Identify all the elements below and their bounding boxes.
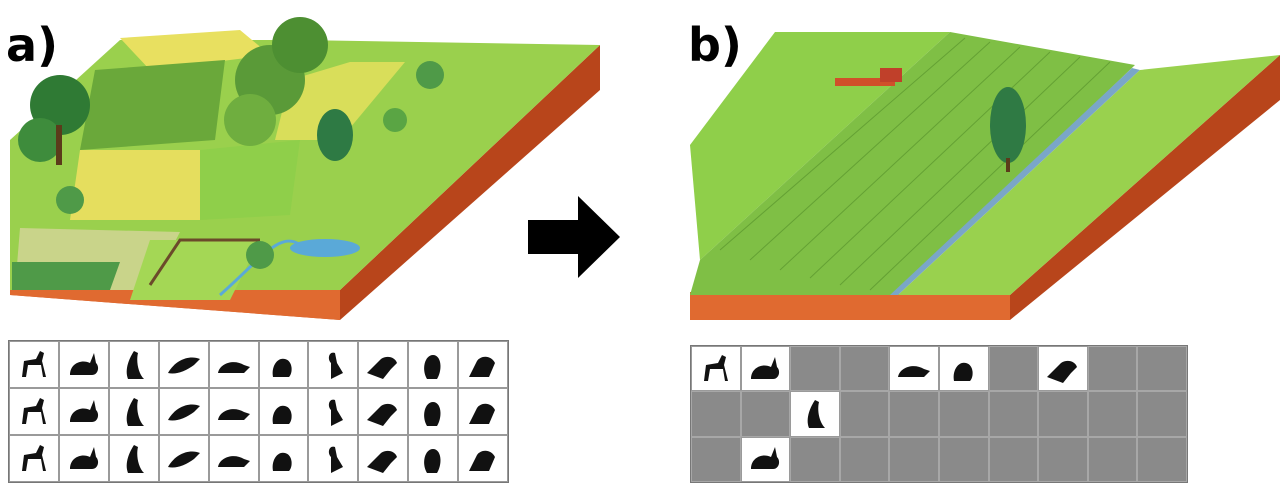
lost-species-cell (790, 346, 840, 392)
lost-species-cell (988, 346, 1039, 392)
lost-species-cell (1087, 346, 1138, 392)
spider-icon (208, 435, 259, 482)
lost-species-cell (1038, 391, 1088, 437)
mole-icon (308, 388, 359, 435)
lost-species-cell (839, 436, 890, 482)
lost-species-cell (1137, 346, 1187, 392)
lost-species-cell (1137, 391, 1187, 437)
fish-icon (158, 341, 209, 388)
panel-b-label: b) (688, 18, 742, 72)
lost-species-cell (988, 436, 1039, 482)
frog-icon (258, 388, 309, 435)
owl-icon (408, 341, 459, 388)
lost-species-cell (889, 436, 939, 482)
badger-icon (9, 388, 59, 435)
butterfly-icon (358, 435, 409, 482)
hamster-icon (258, 341, 309, 388)
deer-icon (691, 346, 741, 392)
dragonfly-icon (158, 435, 209, 482)
lost-species-cell (938, 436, 989, 482)
crow-icon (358, 341, 409, 388)
lost-species-cell (790, 436, 840, 482)
monoculture-landscape-illustration (690, 32, 1280, 320)
deer-icon (9, 341, 59, 388)
lost-species-cell (691, 391, 741, 437)
lost-species-cell (1087, 391, 1138, 437)
lost-species-cell (740, 391, 791, 437)
lost-species-cell (1137, 436, 1187, 482)
lost-species-cell (1087, 436, 1138, 482)
partridge-icon (158, 388, 209, 435)
weasel-icon (58, 435, 109, 482)
crayfish-icon (458, 435, 508, 482)
snake-icon (358, 388, 409, 435)
fox-icon (108, 388, 159, 435)
hamster-icon (938, 346, 989, 392)
lizard-icon (408, 388, 459, 435)
species-grid-before (8, 340, 509, 483)
lost-species-cell (988, 391, 1039, 437)
fox-icon (790, 391, 840, 437)
lost-species-cell (839, 391, 890, 437)
diverse-landscape-illustration (10, 17, 600, 320)
hawk-icon (458, 341, 508, 388)
panel-a-label: a) (6, 18, 59, 72)
bee-icon (408, 435, 459, 482)
vole-icon (108, 435, 159, 482)
hare-icon (58, 341, 109, 388)
crow-icon (1038, 346, 1088, 392)
tortoise-icon (208, 341, 259, 388)
beetle-icon (258, 435, 309, 482)
water-beetle-icon (308, 435, 359, 482)
hare-icon (740, 346, 791, 392)
lost-species-cell (691, 436, 741, 482)
lost-species-cell (889, 391, 939, 437)
heron-icon (308, 341, 359, 388)
ferret-icon (9, 435, 59, 482)
species-grid-after (690, 345, 1188, 483)
lost-species-cell (839, 346, 890, 392)
lost-species-cell (938, 391, 989, 437)
weasel-icon (740, 436, 791, 482)
stoat-icon (108, 341, 159, 388)
dolphin-fish-icon (458, 388, 508, 435)
blackbird-icon (208, 388, 259, 435)
lost-species-cell (1038, 436, 1088, 482)
right-arrow-icon (528, 196, 620, 278)
tortoise-icon (889, 346, 939, 392)
otter-icon (58, 388, 109, 435)
